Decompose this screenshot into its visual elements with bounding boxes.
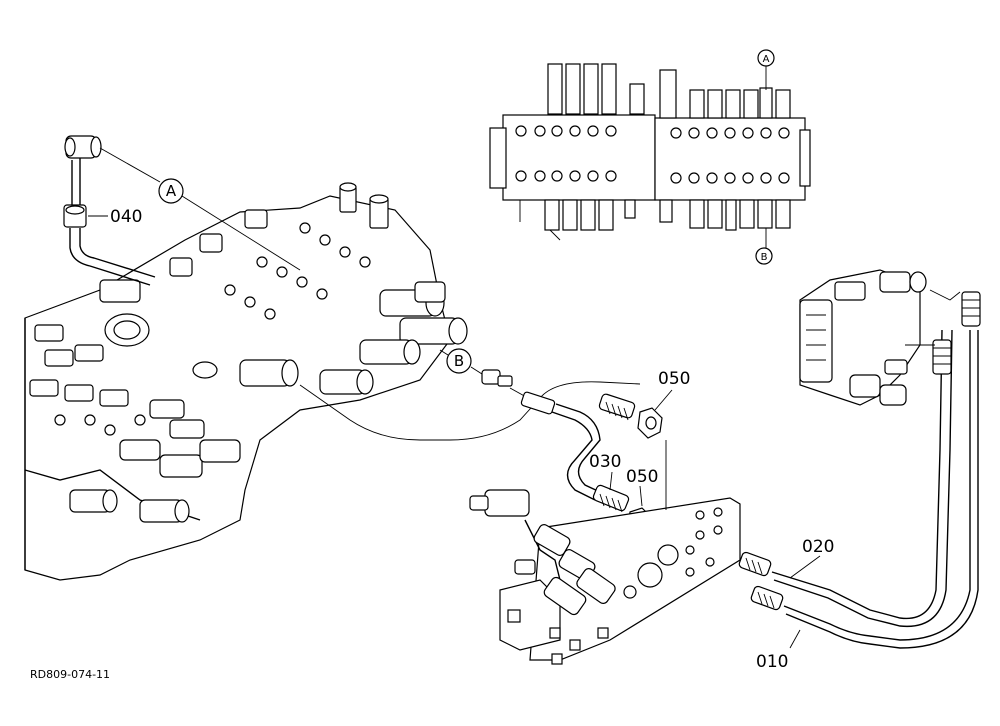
ref-b-circle	[446, 348, 472, 374]
ref-b-letter: B	[454, 352, 464, 370]
inset-valve-top-view: A B	[489, 49, 811, 265]
bracket-plate	[469, 489, 741, 665]
hose-010	[750, 330, 979, 649]
inset-ref-a-circle	[757, 49, 775, 67]
drawing-code: RD809-074-11	[30, 668, 110, 681]
inset-ref-a-letter: A	[763, 54, 770, 65]
inset-ref-b-circle	[755, 247, 773, 265]
label-040: 040	[110, 207, 142, 227]
fitting-050-upper	[598, 393, 663, 439]
label-030: 030	[589, 452, 621, 472]
label-050-lower: 050	[626, 467, 658, 487]
ref-a-letter: A	[166, 182, 177, 200]
control-valve-assembly	[24, 182, 468, 581]
label-050-upper: 050	[658, 369, 690, 389]
label-010: 010	[756, 652, 788, 672]
valve-fittings	[29, 182, 468, 523]
hose-030-upper	[520, 391, 601, 501]
label-020: 020	[802, 537, 834, 557]
inset-ref-b-letter: B	[761, 252, 768, 263]
hose-fitting-b	[481, 369, 513, 387]
hose-020	[738, 329, 953, 628]
pilot-valve	[799, 269, 981, 406]
elbow-fitting-and-tube	[63, 135, 301, 286]
ref-a-circle	[158, 178, 184, 204]
